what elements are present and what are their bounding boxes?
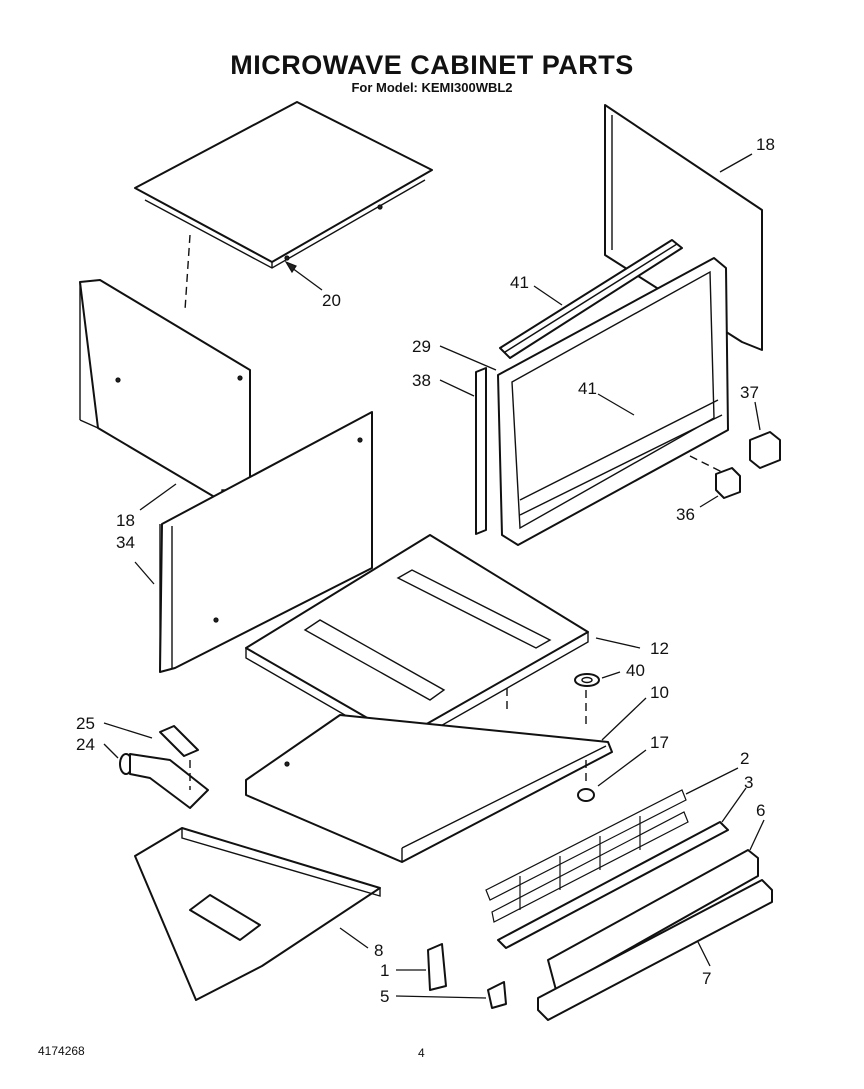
latch-part-37: [749, 431, 781, 469]
rear-panel-part-34: [159, 411, 373, 673]
callout-label: 36: [676, 505, 695, 524]
side-panel-left-part-18: [79, 279, 251, 519]
tray-part-8: [134, 827, 381, 1001]
grommet-part-40: [574, 673, 600, 687]
document-number: 4174268: [38, 1044, 85, 1058]
callout-label: 24: [76, 735, 95, 754]
duct-part-24: [119, 753, 209, 809]
vent-strip-upper-part-41: [499, 239, 683, 359]
page-number: 4: [418, 1046, 425, 1060]
callout-label: 34: [116, 533, 135, 552]
callout-label: 20: [322, 291, 341, 310]
front-frame-part-29: [497, 257, 729, 546]
callout-label: 37: [740, 383, 759, 402]
base-pan-part-10: [245, 714, 613, 863]
callout-label: 3: [744, 773, 753, 792]
callout-label: 12: [650, 639, 669, 658]
callout-label: 29: [412, 337, 431, 356]
page-title: MICROWAVE CABINET PARTS: [230, 50, 634, 80]
callout-label: 40: [626, 661, 645, 680]
callout-label: 25: [76, 714, 95, 733]
vertical-strip-part-38: [475, 367, 487, 535]
callout-label: 7: [702, 969, 711, 988]
callout-label: 38: [412, 371, 431, 390]
rail-part-7: [537, 879, 773, 1021]
connector-part-5: [487, 981, 507, 1009]
callout-label: 8: [374, 941, 383, 960]
bracket-part-25: [159, 725, 199, 757]
model-subtitle: For Model: KEMI300WBL2: [351, 80, 513, 95]
channel-part-6: [547, 849, 759, 991]
callout-label: 5: [380, 987, 389, 1006]
callout-label: 17: [650, 733, 669, 752]
switch-part-36: [715, 467, 741, 499]
top-panel-part-20: [134, 101, 433, 269]
callout-label: 6: [756, 801, 765, 820]
callout-label: 41: [510, 273, 529, 292]
mesh-filter-part-2: [485, 789, 689, 923]
foot-part-17: [577, 788, 595, 802]
callout-label: 1: [380, 961, 389, 980]
callout-label: 41: [578, 379, 597, 398]
strip-part-3: [497, 821, 729, 949]
callout-label: 10: [650, 683, 669, 702]
callout-label: 18: [116, 511, 135, 530]
clip-part-1: [427, 943, 447, 991]
callout-label: 2: [740, 749, 749, 768]
callout-label: 18: [756, 135, 775, 154]
